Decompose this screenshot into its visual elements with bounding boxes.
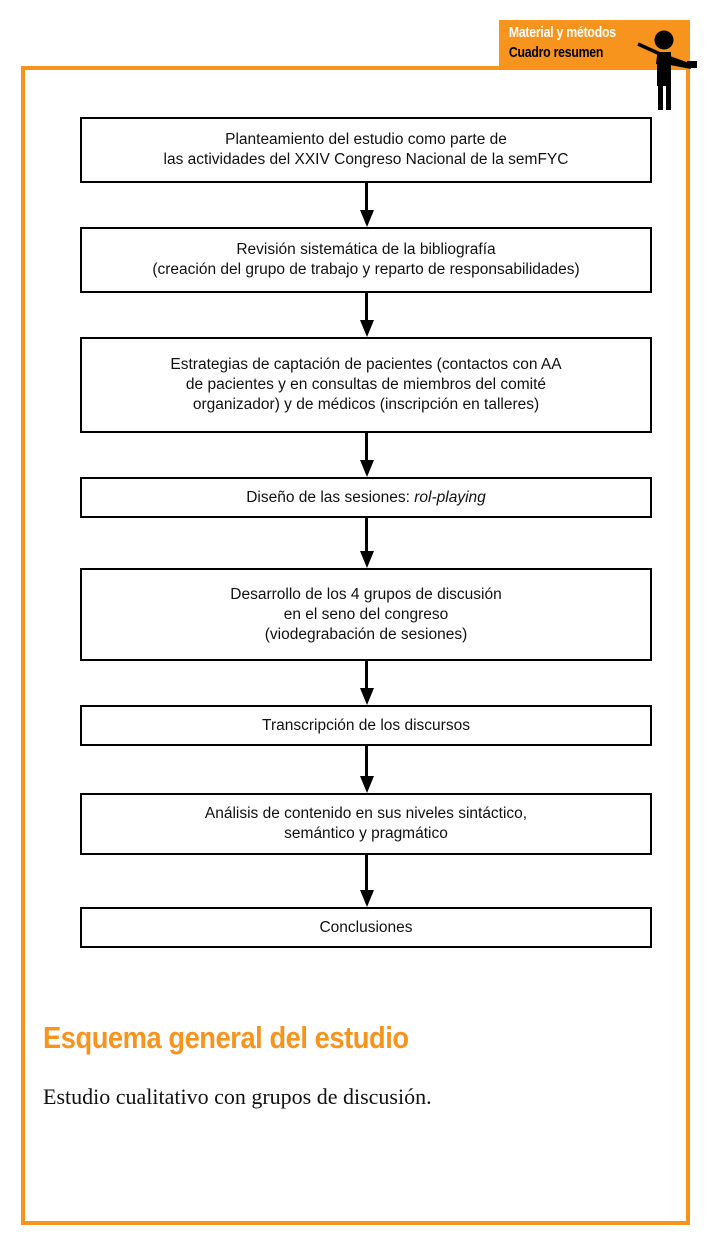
flow-step-1: Planteamiento del estudio como parte de … <box>80 117 652 183</box>
arrow-head-icon <box>360 320 374 337</box>
arrow-head-icon <box>360 776 374 793</box>
arrow-stem <box>365 855 368 890</box>
orange-page-frame <box>21 66 690 1225</box>
arrow-head-icon <box>360 460 374 477</box>
flow-step-1-label: Planteamiento del estudio como parte de … <box>163 131 569 168</box>
flow-arrow-5 <box>360 661 374 705</box>
arrow-stem <box>365 183 368 210</box>
flow-step-4-label: Diseño de las sesiones: rol-playing <box>236 488 496 508</box>
arrow-head-icon <box>360 688 374 705</box>
badge-title-line: Material y métodos <box>508 24 616 41</box>
figure-subtitle: Estudio cualitativo con grupos de discus… <box>43 1084 432 1109</box>
flow-arrow-1 <box>360 183 374 227</box>
flow-step-8: Conclusiones <box>80 907 652 948</box>
flow-step-3-label: Estrategias de captación de pacientes (c… <box>170 356 562 413</box>
presenter-right-arm <box>670 56 691 69</box>
flow-step-3: Estrategias de captación de pacientes (c… <box>80 337 652 433</box>
flow-arrow-3 <box>360 433 374 477</box>
badge-subtitle-line: Cuadro resumen <box>508 44 604 61</box>
arrow-stem <box>365 293 368 320</box>
flow-step-7-label: Análisis de contenido en sus niveles sin… <box>204 805 528 842</box>
flow-step-5-label: Desarrollo de los 4 grupos de discusión … <box>230 585 502 643</box>
flow-step-4: Diseño de las sesiones: rol-playing <box>80 477 652 518</box>
flow-arrow-7 <box>360 855 374 907</box>
flow-step-4-label-plain: Diseño de las sesiones: <box>246 488 415 506</box>
presenter-hand <box>687 61 697 68</box>
flow-step-2: Revisión sistemática de la bibliografía … <box>80 227 652 293</box>
flow-step-2-label: Revisión sistemática de la bibliografía … <box>152 241 580 278</box>
flow-arrow-2 <box>360 293 374 337</box>
flow-step-5: Desarrollo de los 4 grupos de discusión … <box>80 568 652 661</box>
flow-step-7: Análisis de contenido en sus niveles sin… <box>80 793 652 855</box>
presenter-left-leg <box>658 84 663 110</box>
flow-arrow-6 <box>360 746 374 793</box>
flow-step-8-label: Conclusiones <box>319 918 413 936</box>
arrow-stem <box>365 661 368 688</box>
presenter-left-arm <box>656 56 670 67</box>
presenter-pointing-icon <box>637 30 697 110</box>
arrow-stem <box>365 433 368 460</box>
figure-title: Esquema general del estudio <box>43 1020 409 1055</box>
arrow-head-icon <box>360 210 374 227</box>
arrow-stem <box>365 518 368 551</box>
arrow-head-icon <box>360 890 374 907</box>
presenter-head <box>654 30 674 50</box>
flow-arrow-4 <box>360 518 374 568</box>
arrow-stem <box>365 746 368 776</box>
flow-step-6: Transcripción de los discursos <box>80 705 652 746</box>
flow-step-4-label-italic: rol-playing <box>414 488 486 506</box>
presenter-right-leg <box>666 84 671 110</box>
arrow-head-icon <box>360 551 374 568</box>
flow-step-6-label: Transcripción de los discursos <box>262 716 470 734</box>
